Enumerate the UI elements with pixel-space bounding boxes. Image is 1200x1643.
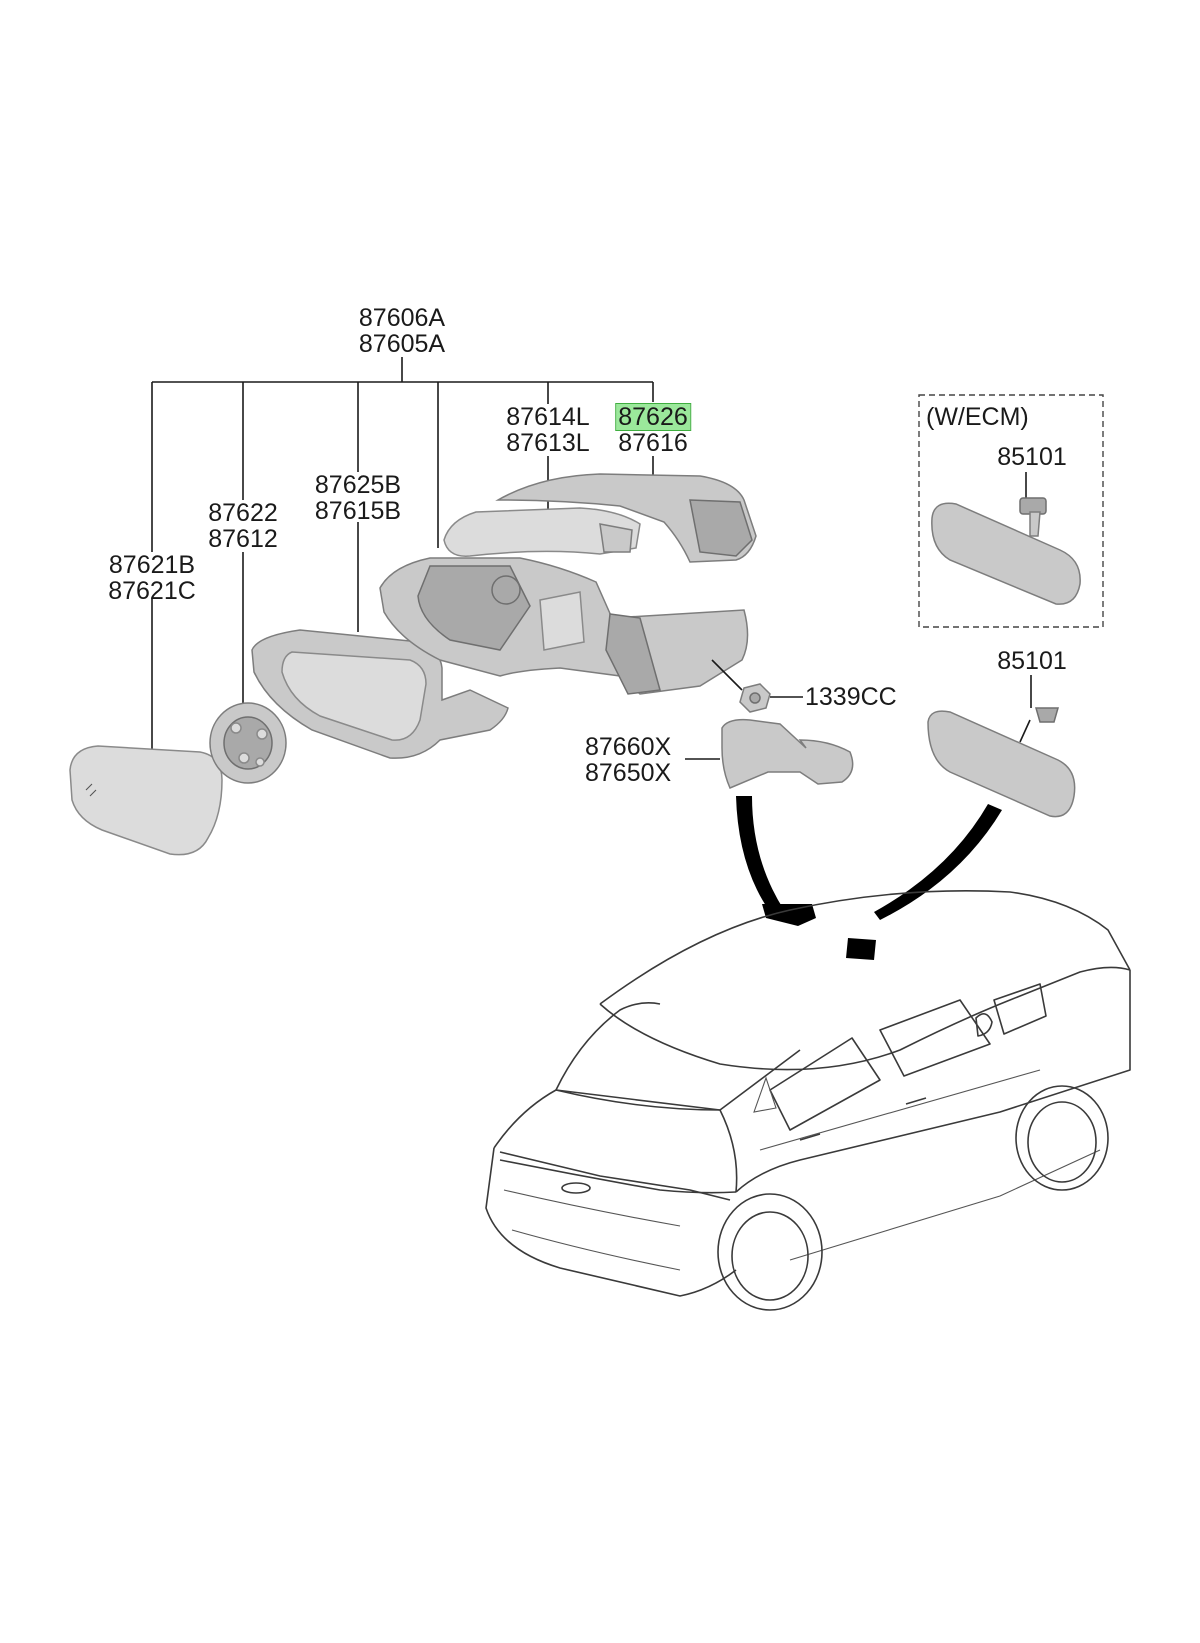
label-ecm-note: (W/ECM) bbox=[926, 403, 1029, 431]
label-scalp-a-highlighted[interactable]: 87626 bbox=[615, 403, 691, 431]
label-actuator-b: 87612 bbox=[208, 525, 278, 553]
mirror-garnish-part bbox=[721, 718, 854, 789]
label-cover-a: 87625B bbox=[314, 471, 402, 499]
label-garnish-b: 87650X bbox=[585, 759, 672, 787]
label-inside-mirror-ecm: 85101 bbox=[997, 443, 1067, 471]
ecm-option-box bbox=[918, 394, 1104, 628]
label-assembly-a: 87606A bbox=[358, 304, 446, 332]
assembly-leader-tree bbox=[151, 357, 1032, 760]
mirror-body-part bbox=[379, 557, 749, 695]
mirror-glass-part bbox=[69, 745, 223, 856]
vehicle-outline bbox=[485, 890, 1131, 1311]
location-pointers bbox=[736, 796, 1002, 960]
mirror-actuator-part bbox=[209, 702, 287, 784]
label-lamp-a: 87614L bbox=[506, 403, 590, 431]
label-garnish-a: 87660X bbox=[585, 733, 672, 761]
mirror-housing-cover-part bbox=[251, 629, 509, 759]
nut-part bbox=[711, 659, 771, 713]
label-nut: 1339CC bbox=[805, 683, 897, 711]
label-assembly-b: 87605A bbox=[358, 330, 446, 358]
label-lamp-b: 87613L bbox=[506, 429, 590, 457]
label-scalp-b: 87616 bbox=[618, 429, 688, 457]
side-repeater-lamp-part bbox=[443, 507, 641, 557]
inside-mirror-part bbox=[927, 707, 1076, 818]
label-glass-a: 87621B bbox=[108, 551, 196, 579]
label-inside-mirror: 85101 bbox=[997, 647, 1067, 675]
inside-mirror-ecm-part bbox=[931, 497, 1081, 605]
label-actuator-a: 87622 bbox=[208, 499, 278, 527]
scalp-cover-part bbox=[495, 473, 757, 563]
label-glass-b: 87621C bbox=[108, 577, 196, 605]
label-cover-b: 87615B bbox=[314, 497, 402, 525]
